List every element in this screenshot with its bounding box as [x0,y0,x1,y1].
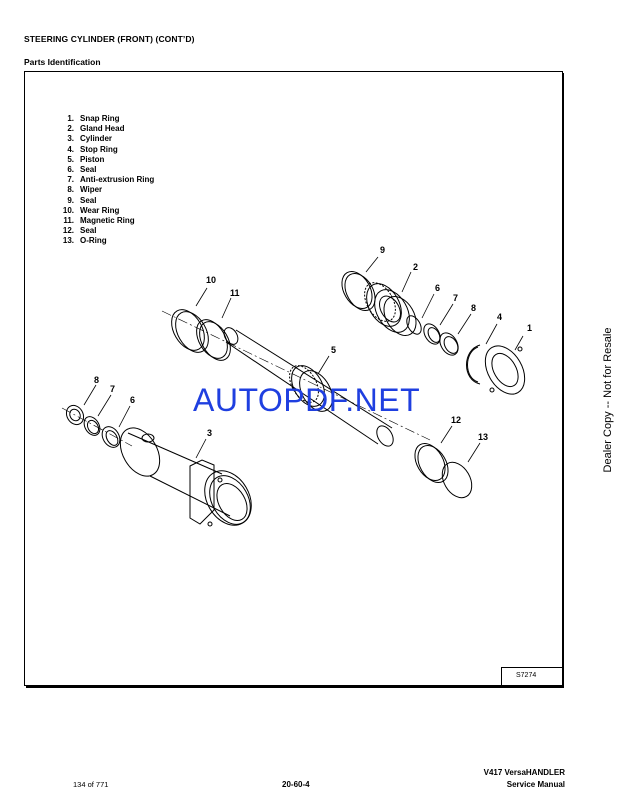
callout-11: 11 [230,288,240,298]
list-item: 9.Seal [67,195,97,205]
list-item: 11.Magnetic Ring [63,216,135,226]
watermark-text: AUTOPDF.NET [193,382,421,418]
seal-12-part [414,443,449,483]
gland-head-2-part [364,282,417,336]
callout-8: 8 [471,303,476,313]
page-count: 134 of 771 [73,780,109,789]
list-item: 7.Anti-extrusion Ring [67,175,155,185]
callout-8-left: 8 [94,375,99,385]
seal-6-left-part [101,426,121,448]
parts-list: 1.Snap Ring 2.Gland Head 3.Cylinder 4.St… [48,114,154,247]
section-title: STEERING CYLINDER (FRONT) (CONT’D) [24,34,195,44]
callout-6-left: 6 [130,395,135,405]
callout-4: 4 [497,312,502,322]
callout-9: 9 [380,245,385,255]
list-item: 13.O-Ring [62,236,107,246]
list-item: 5.Piston [67,154,105,164]
callout-7: 7 [453,293,458,303]
seal-6-right-part [406,315,422,335]
list-item: 6.Seal [67,165,97,175]
frame-shadow-right [562,73,564,688]
centerline [161,310,431,441]
manual-name: Service Manual [506,780,565,789]
callout-10: 10 [206,275,216,285]
snap-ring-1-part [484,345,526,395]
wear-ring-10-part [171,309,209,353]
callout-12: 12 [451,415,461,425]
leader-lines [83,256,524,463]
wiper-8-right-part [439,332,459,356]
callout-7-left: 7 [110,384,115,394]
list-item: 2.Gland Head [67,124,125,134]
callout-5: 5 [331,345,336,355]
figure-id: S7274 [501,667,563,686]
list-item: 8.Wiper [67,185,103,195]
product-name: V417 VersaHANDLER [483,768,565,777]
section-number: 20-60-4 [282,780,310,789]
callout-13: 13 [478,432,488,442]
callout-2: 2 [413,262,418,272]
list-item: 1.Snap Ring [67,114,120,123]
section-subtitle: Parts Identification [24,57,101,67]
callout-6: 6 [435,283,440,293]
stop-ring-4-part [466,344,481,385]
frame-shadow-bottom [26,686,564,688]
o-ring-13-part [441,461,473,499]
callout-1: 1 [527,323,532,333]
list-item: 12.Seal [62,226,97,236]
cylinder-3-part [119,427,252,527]
side-note: Dealer Copy -- Not for Resale [602,327,614,473]
list-item: 10.Wear Ring [62,205,120,215]
callout-3: 3 [207,428,212,438]
list-item: 3.Cylinder [67,134,113,144]
ring-7-left-part [83,416,101,436]
list-item: 4.Stop Ring [67,144,118,154]
piston-rod-5-part [223,327,394,447]
magnetic-ring-11-part [196,319,231,361]
seal-9-part [341,271,376,311]
wiper-8-left-part [65,404,85,426]
ring-7-right-part [423,323,441,345]
